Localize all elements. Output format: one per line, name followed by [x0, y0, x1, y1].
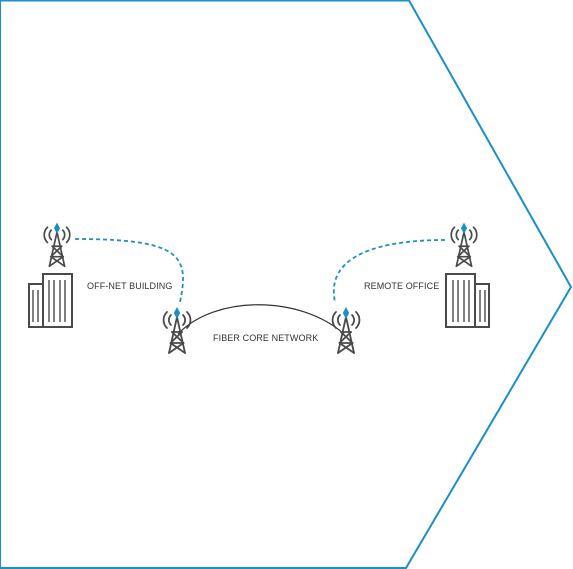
off-net-building-icon — [28, 273, 73, 328]
off-net-building-label: OFF-NET BUILDING — [87, 281, 173, 291]
remote-office-building-icon — [445, 273, 490, 328]
fiber-core-network-label: FIBER CORE NETWORK — [213, 333, 319, 343]
core-tower-left-icon — [162, 306, 192, 354]
wireless-link-right — [332, 239, 446, 303]
remote-office-label: REMOTE OFFICE — [364, 281, 440, 291]
remote-office-tower-icon — [450, 221, 478, 268]
wireless-link-left — [74, 238, 184, 303]
off-net-tower-icon — [43, 221, 71, 268]
fiber-core-link — [177, 304, 345, 335]
core-tower-right-icon — [331, 306, 361, 354]
